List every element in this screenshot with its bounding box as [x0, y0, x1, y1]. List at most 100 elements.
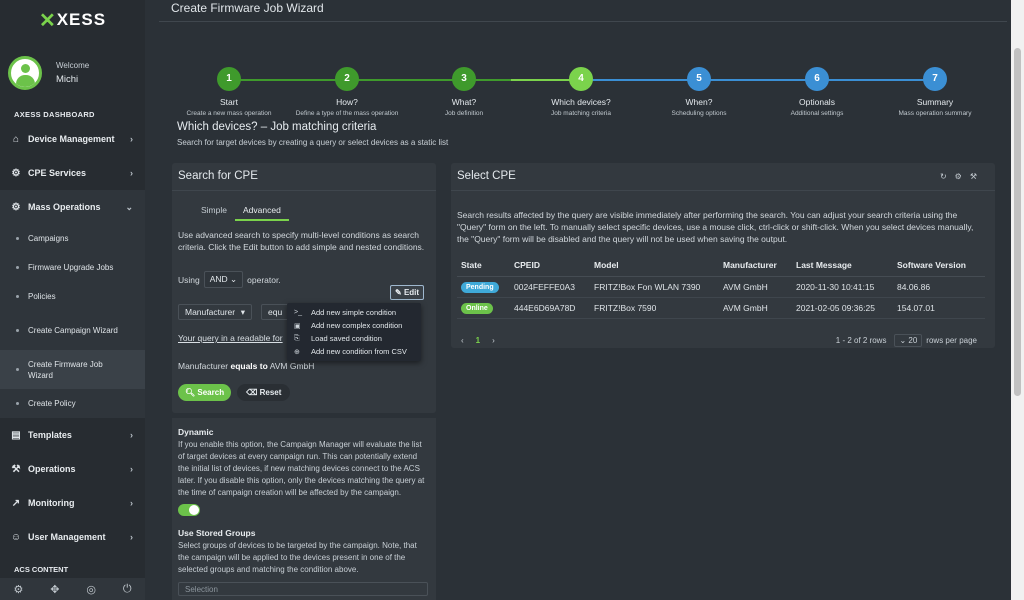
column-header[interactable]: Model	[590, 255, 719, 277]
menu-add-complex-condition[interactable]: ▣ Add new complex condition	[287, 319, 421, 332]
operator-suffix: operator.	[247, 274, 281, 285]
chevron-right-icon: ›	[130, 532, 133, 542]
wizard-step-1[interactable]: 1 Start Create a new mass operation	[169, 67, 289, 117]
step-desc: Mass operation summary	[898, 110, 972, 117]
query-field: Manufacturer	[178, 361, 229, 371]
menu-load-saved-condition[interactable]: ⎘ Load saved condition	[287, 332, 421, 345]
next-page-icon[interactable]: ›	[492, 336, 495, 345]
field-value: Manufacturer	[185, 307, 236, 317]
page-title: Create Firmware Job Wizard	[159, 0, 1007, 22]
prev-page-icon[interactable]: ‹	[461, 336, 464, 345]
sidebar-item-operations[interactable]: ⚒ Operations ›	[0, 452, 145, 486]
step-label: Summary	[916, 97, 954, 107]
file-icon: ▤	[11, 429, 21, 441]
edit-condition-menu: >_ Add new simple condition ▣ Add new co…	[287, 303, 421, 361]
using-label: Using	[178, 274, 200, 285]
sidebar-subitem-create-firmware-job-wizard[interactable]: Create Firmware Job Wizard	[0, 350, 145, 389]
wizard-step-2[interactable]: 2 How? Define a type of the mass operati…	[287, 67, 407, 117]
readable-query-link[interactable]: Your query in a readable for	[178, 333, 283, 343]
sidebar-subitem-firmware-upgrade-jobs[interactable]: Firmware Upgrade Jobs	[0, 253, 145, 282]
rows-range: 1 - 2 of 2 rows	[835, 336, 887, 345]
select-cpe-card: Select CPE ↻⚙⚒ Search results affected b…	[451, 163, 995, 348]
cogs-icon: ⚙	[11, 201, 21, 213]
wizard-step-3[interactable]: 3 What? Job definition	[404, 67, 524, 117]
sidebar-subitem-create-campaign-wizard[interactable]: Create Campaign Wizard	[0, 311, 145, 350]
power-icon[interactable]: ⏻	[122, 582, 132, 595]
column-header[interactable]: Last Message	[792, 255, 893, 277]
mass-operations-group: ⚙ Mass Operations ⌄ Campaigns Firmware U…	[0, 190, 145, 418]
sidebar-item-user-management[interactable]: ☺ User Management ›	[0, 520, 145, 554]
eye-slash-icon[interactable]: ◎	[86, 583, 96, 596]
card-title: Search for CPE	[172, 163, 436, 191]
column-header[interactable]: CPEID	[510, 255, 590, 277]
dynamic-toggle[interactable]	[178, 504, 200, 516]
step-label: When?	[685, 97, 713, 107]
column-header[interactable]: Software Version	[893, 255, 985, 277]
wizard-step-6[interactable]: 6 Optionals Additional settings	[757, 67, 877, 117]
tab-advanced[interactable]: Advanced	[234, 205, 289, 221]
edit-button[interactable]: ✎ Edit	[390, 285, 425, 300]
section-title: Which devices? – Job matching criteria	[177, 121, 377, 133]
sidebar-item-cpe-services[interactable]: ⚙ CPE Services ›	[0, 156, 145, 190]
sidebar-item-label: User Management	[28, 532, 106, 542]
tab-simple[interactable]: Simple	[201, 205, 227, 215]
move-icon[interactable]: ✥	[50, 583, 60, 596]
field-select[interactable]: Manufacturer ▾	[178, 304, 252, 320]
column-header[interactable]: State	[457, 255, 510, 277]
step-line-current	[511, 79, 581, 81]
status-badge: Pending	[461, 281, 499, 293]
search-buttons: 🔍︎ Search ⌫ Reset	[178, 384, 436, 401]
sidebar-subitem-campaigns[interactable]: Campaigns	[0, 224, 145, 253]
gear-icon[interactable]: ⚙	[954, 172, 970, 181]
welcome-label: Welcome	[56, 61, 90, 70]
menu-add-condition-from-csv[interactable]: ⊕ Add new condition from CSV	[287, 345, 421, 358]
settings-icon[interactable]: ⚙	[13, 583, 24, 596]
app-logo[interactable]: ✕ XESS	[0, 0, 145, 40]
step-desc: Scheduling options	[671, 110, 727, 117]
sidebar-item-templates[interactable]: ▤ Templates ›	[0, 418, 145, 452]
operator-value: AND	[209, 274, 228, 284]
acs-content-title: ACS CONTENT	[14, 565, 69, 574]
plus-circle-icon: ⊕	[294, 348, 300, 356]
operator-select[interactable]: AND ⌄	[203, 271, 244, 288]
sidebar-item-label: Mass Operations	[28, 202, 101, 212]
step-label: How?	[336, 97, 358, 107]
chart-icon: ↗	[11, 497, 21, 509]
wizard-step-4[interactable]: 4 Which devices? Job matching criteria	[521, 67, 641, 117]
sidebar-subitem-create-policy[interactable]: Create Policy	[0, 389, 145, 418]
menu-add-simple-condition[interactable]: >_ Add new simple condition	[287, 306, 421, 319]
sidebar-item-monitoring[interactable]: ↗ Monitoring ›	[0, 486, 145, 520]
step-desc: Define a type of the mass operation	[295, 110, 399, 117]
chevron-down-icon: ⌄	[125, 201, 133, 212]
menu-item-label: Load saved condition	[311, 334, 382, 343]
reset-button[interactable]: ⌫ Reset	[237, 384, 291, 401]
step-circle: 3	[452, 67, 476, 91]
table-row[interactable]: Pending 0024FEFFE0A3 FRITZ!Box Fon WLAN …	[457, 276, 985, 298]
sidebar-subitem-policies[interactable]: Policies	[0, 282, 145, 311]
rows-per-page-select[interactable]: ⌄ 20	[894, 334, 923, 347]
wizard-step-5[interactable]: 5 When? Scheduling options	[639, 67, 759, 117]
refresh-icon[interactable]: ↻	[939, 172, 955, 181]
wrench-icon: ⚒	[11, 463, 21, 475]
sidebar-item-mass-operations[interactable]: ⚙ Mass Operations ⌄	[0, 190, 145, 224]
scrollbar-thumb[interactable]	[1014, 48, 1021, 396]
page-scrollbar[interactable]	[1011, 0, 1024, 600]
search-button[interactable]: 🔍︎ Search	[178, 384, 232, 401]
cell-software-version: 154.07.01	[893, 297, 985, 319]
pagination: ‹ 1 › 1 - 2 of 2 rows ⌄ 20 rows per page	[461, 329, 995, 353]
wizard-step-7[interactable]: 7 Summary Mass operation summary	[875, 67, 995, 117]
page-number[interactable]: 1	[475, 336, 481, 345]
cell-manufacturer: AVM GmbH	[719, 297, 792, 319]
column-header[interactable]: Manufacturer	[719, 255, 792, 277]
comparison-value: equ	[268, 307, 283, 317]
avatar[interactable]	[8, 56, 42, 90]
menu-item-label: Add new simple condition	[311, 308, 397, 317]
chevron-right-icon: ›	[130, 168, 133, 178]
wrench-icon[interactable]: ⚒	[969, 172, 985, 181]
groups-selection-input[interactable]: Selection	[178, 582, 428, 596]
options-card: Dynamic If you enable this option, the C…	[172, 418, 436, 600]
table-row[interactable]: Online 444E6D69A78D FRITZ!Box 7590 AVM G…	[457, 297, 985, 319]
readable-query: Manufacturer equals to AVM GmbH	[178, 361, 436, 371]
sidebar-item-device-management[interactable]: ⌂ Device Management ›	[0, 122, 145, 156]
avatar-head	[21, 64, 30, 73]
